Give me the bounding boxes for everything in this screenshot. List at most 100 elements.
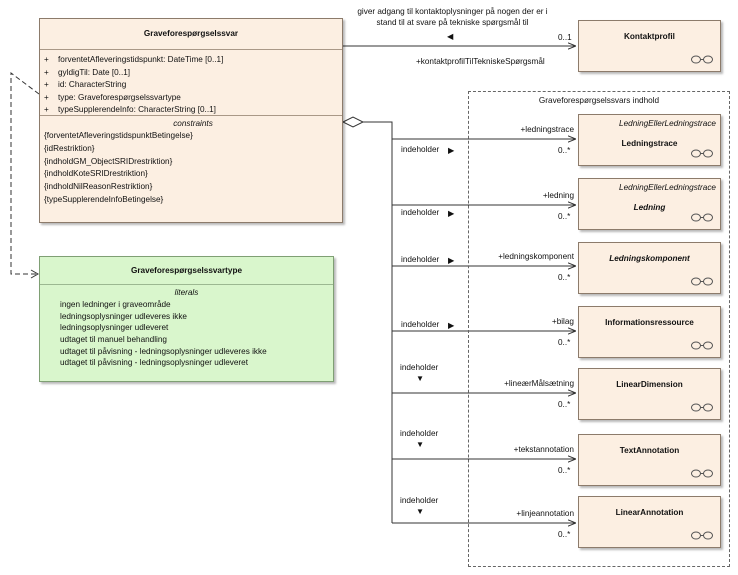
direction-arrow-icon: ▼ [416, 507, 425, 516]
role-label: +tekstannotation [513, 445, 574, 454]
assoc-name-label: indeholder [401, 320, 440, 329]
multiplicity-label: 0..* [558, 400, 571, 409]
multiplicity-label: 0..* [558, 466, 571, 475]
constraint-row: {indholdKoteSRIDrestriktion} [44, 169, 148, 179]
literal-row: ledningsoplysninger udleveres ikke [60, 311, 187, 321]
role-label: +lineærMålsætning [504, 379, 574, 388]
stereotype-label: LedningEllerLedningstrace [619, 119, 716, 128]
target-class[interactable]: TextAnnotation [578, 434, 721, 486]
attribute-row[interactable]: + id: CharacterString [44, 79, 342, 92]
attribute-compartment: + forventetAfleveringstidspunkt: DateTime… [40, 50, 342, 116]
dependency-line [10, 72, 40, 275]
class-name: Ledningskomponent [609, 254, 690, 263]
link-icon [691, 469, 713, 478]
role-label: +linjeannotation [516, 509, 574, 518]
visibility-marker: + [44, 105, 49, 114]
visibility-marker: + [44, 55, 49, 64]
attribute-text: gyldigTil: Date [0..1] [58, 67, 131, 77]
direction-arrow-icon: ▼ [416, 374, 425, 383]
role-label: +ledningstrace [520, 125, 574, 134]
target-class[interactable]: LinearAnnotation [578, 496, 721, 548]
role-label: +bilag [551, 317, 574, 326]
direction-arrow-icon: ▶ [448, 321, 455, 330]
literal-row: ledningsoplysninger udleveret [60, 323, 169, 333]
graveforespoergselssvar-class[interactable]: Graveforespørgselssvar + forventetAflever… [39, 18, 343, 223]
link-icon [691, 149, 713, 158]
role-label: +ledningskomponent [498, 252, 574, 261]
target-class[interactable]: LinearDimension [578, 368, 721, 420]
link-icon [691, 341, 713, 350]
link-icon [691, 403, 713, 412]
role-label: +ledning [542, 191, 574, 200]
target-class[interactable]: Informationsressource [578, 306, 721, 358]
assoc-name-label: indeholder [401, 145, 440, 154]
assoc-name-label: indeholder [401, 208, 440, 217]
multiplicity-label: 0..* [558, 212, 571, 221]
constraints-title: constraints [173, 119, 213, 128]
assoc-name-label: indeholder [400, 363, 439, 372]
attribute-text: typeSupplerendeInfo: CharacterString [0.… [58, 105, 216, 114]
assoc-name-label: indeholder [400, 429, 439, 438]
constraint-row: {typeSupplerendeInfoBetingelse} [44, 194, 164, 204]
visibility-marker: + [44, 67, 49, 77]
direction-arrow-icon: ▶ [448, 256, 455, 265]
attribute-text: id: CharacterString [58, 80, 127, 89]
kontakt-role-label: +kontaktprofilTilTekniskeSpørgsmål [416, 57, 545, 66]
multiplicity-label: 0..* [558, 338, 571, 347]
class-name: Informationsressource [605, 318, 694, 327]
link-icon [691, 213, 713, 222]
constraint-row: {indholdNilReasonRestriktion} [44, 182, 153, 192]
link-icon [691, 531, 713, 540]
class-name: LinearDimension [616, 380, 683, 389]
literal-row: udtaget til påvisning - ledningsoplysnin… [60, 358, 248, 368]
direction-arrow-icon: ▶ [448, 209, 455, 218]
stereotype-label: LedningEllerLedningstrace [619, 183, 716, 192]
attribute-text: type: Graveforespørgselssvartype [58, 92, 181, 102]
dependency-arrowhead [30, 269, 40, 279]
multiplicity-label: 0..* [558, 530, 571, 539]
multiplicity-label: 0..* [558, 146, 571, 155]
graveforespoergselssvartype-enum[interactable]: Graveforespørgselssvartype literals inge… [39, 256, 334, 382]
attribute-text: forventetAfleveringstidspunkt: DateTime … [58, 55, 224, 64]
multiplicity-label: 0..* [558, 273, 571, 282]
package-title: Graveforespørgselssvars indhold [538, 96, 660, 105]
kontakt-association-note: giver adgang til kontaktoplysninger på n… [357, 7, 548, 27]
literals-title: literals [174, 288, 199, 297]
direction-arrow-icon: ▼ [416, 440, 425, 449]
attribute-row[interactable]: + forventetAfleveringstidspunkt: DateTime… [44, 54, 342, 67]
constraint-row: {indholdGM_ObjectSRIDrestriktion} [44, 156, 173, 166]
literal-compartment: literals ingen ledninger i graveområde le… [40, 285, 333, 369]
class-name: LinearAnnotation [615, 508, 684, 517]
constraint-compartment: constraints {forventetAfleveringstidspun… [40, 116, 342, 207]
class-name: Ledning [633, 203, 666, 212]
visibility-marker: + [44, 80, 49, 89]
kontakt-multiplicity: 0..1 [558, 33, 572, 42]
literal-row: ingen ledninger i graveområde [60, 300, 171, 309]
class-name: TextAnnotation [619, 446, 680, 455]
class-name: Ledningstrace [621, 139, 678, 148]
class-name: Kontaktprofil [624, 32, 675, 41]
visibility-marker: + [44, 92, 49, 102]
link-icon [691, 55, 713, 64]
package-frame[interactable]: Graveforespørgselssvars indhold [468, 91, 730, 567]
literal-row: udtaget til påvisning - ledningsoplysnin… [60, 346, 267, 356]
attribute-row[interactable]: + typeSupplerendeInfo: CharacterString [0… [44, 104, 342, 117]
assoc-name-label: indeholder [400, 496, 439, 505]
attribute-row[interactable]: + type: Graveforespørgselssvartype [44, 92, 342, 105]
attribute-row[interactable]: + gyldigTil: Date [0..1] [44, 67, 342, 80]
note-direction-arrow: ◀ [447, 32, 454, 41]
target-class[interactable]: Ledningskomponent [578, 242, 721, 294]
class-name: Graveforespørgselssvar [40, 19, 342, 50]
constraint-row: {forventetAfleveringstidspunktBetingelse… [44, 131, 193, 140]
aggregation-diamond [341, 116, 365, 128]
kontaktprofil-class[interactable]: Kontaktprofil [578, 20, 721, 72]
direction-arrow-icon: ▶ [448, 146, 455, 155]
link-icon [691, 277, 713, 286]
assoc-name-label: indeholder [401, 255, 440, 264]
enum-name: Graveforespørgselssvartype [40, 257, 333, 285]
aggregation-trunk [363, 121, 393, 523]
constraint-row: {idRestriktion} [44, 143, 95, 153]
